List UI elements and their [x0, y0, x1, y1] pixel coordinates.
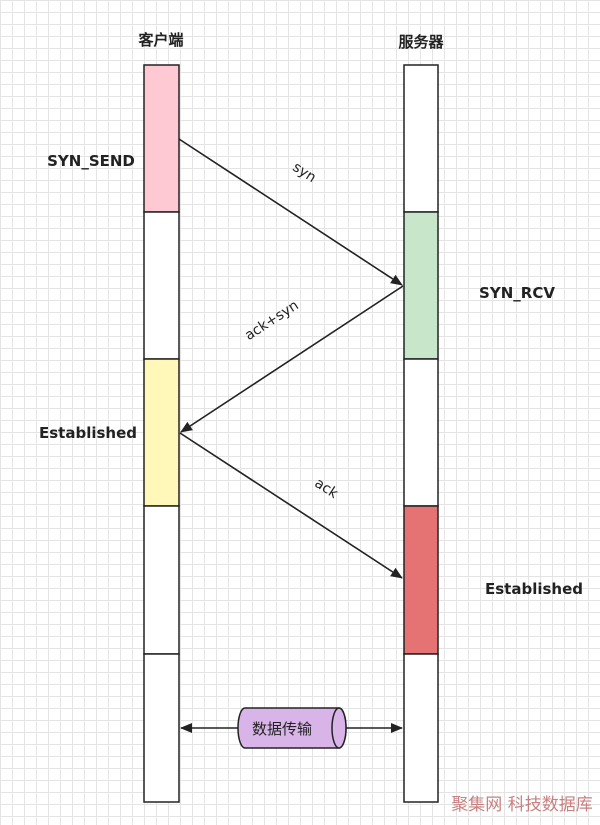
- client-title: 客户端: [137, 31, 183, 49]
- server-state-established: Established: [485, 580, 583, 598]
- server-segment-3: [403, 358, 439, 507]
- server-segment-1: [403, 64, 439, 213]
- server-segment-5: [403, 653, 439, 803]
- data-transfer: 数据传输: [180, 707, 403, 749]
- ack-label: ack: [312, 475, 342, 502]
- server-state-syn-rcv: SYN_RCV: [479, 284, 555, 302]
- client-segment-1: [143, 64, 180, 213]
- syn-arrow: [178, 138, 403, 286]
- data-transfer-cylinder: [237, 707, 347, 749]
- client-timeline: [143, 64, 180, 803]
- client-segment-5: [143, 653, 180, 803]
- client-segment-3: [143, 358, 180, 507]
- ack-syn-arrow: [180, 285, 404, 433]
- server-title: 服务器: [398, 33, 444, 51]
- watermark: 聚集网 科技数据库: [451, 795, 592, 815]
- client-segment-2: [143, 211, 180, 360]
- server-timeline: [403, 64, 439, 803]
- data-transfer-label: 数据传输: [252, 720, 312, 738]
- server-segment-2: [403, 211, 439, 360]
- server-segment-4: [403, 505, 439, 655]
- client-state-established: Established: [39, 424, 137, 442]
- syn-label: syn: [290, 159, 319, 186]
- ack-syn-label: ack+syn: [242, 297, 302, 343]
- client-segment-4: [143, 505, 180, 655]
- client-state-syn-send: SYN_SEND: [47, 152, 135, 170]
- ack-arrow: [179, 432, 403, 579]
